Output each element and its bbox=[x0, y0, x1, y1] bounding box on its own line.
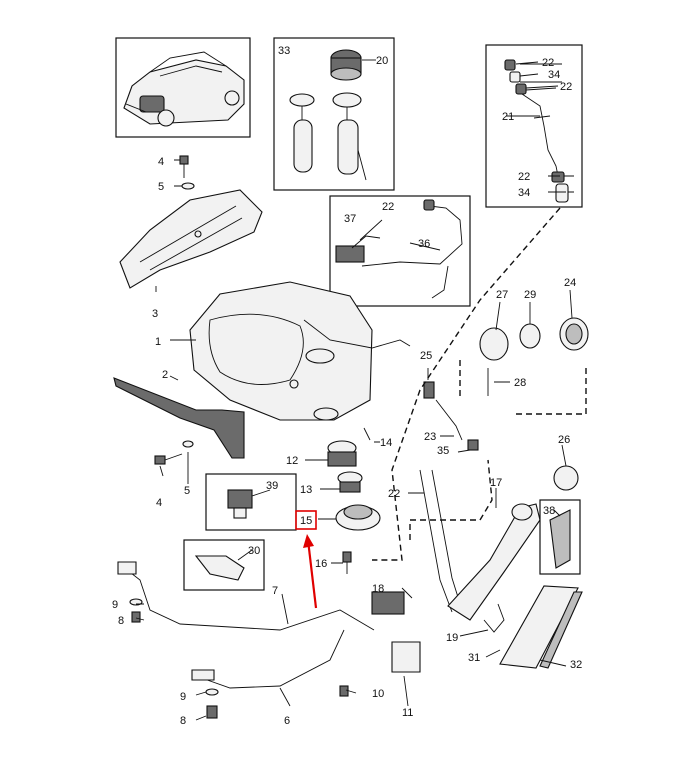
label-26: 26 bbox=[558, 434, 570, 446]
heat-shield bbox=[119, 189, 263, 289]
label-16: 16 bbox=[315, 558, 327, 570]
part-39-inset bbox=[205, 473, 297, 531]
label-30: 30 bbox=[248, 545, 260, 557]
sender-parts bbox=[327, 427, 381, 574]
label-8-bottom: 8 bbox=[180, 715, 186, 727]
leader-lines bbox=[135, 63, 573, 721]
label-19: 19 bbox=[446, 632, 458, 644]
label-24: 24 bbox=[564, 277, 576, 289]
part-30-inset bbox=[183, 539, 265, 591]
label-13: 13 bbox=[300, 484, 312, 496]
label-8-top: 8 bbox=[118, 615, 124, 627]
label-12: 12 bbox=[286, 455, 298, 467]
filler-neck-assembly bbox=[371, 469, 583, 673]
label-11: 11 bbox=[402, 707, 413, 719]
label-22-pipe-top: 22 bbox=[542, 57, 554, 69]
vent-hose-inset bbox=[329, 195, 471, 307]
label-38: 38 bbox=[543, 505, 555, 517]
label-6: 6 bbox=[284, 715, 290, 727]
label-27: 27 bbox=[496, 289, 508, 301]
label-10: 10 bbox=[372, 688, 384, 700]
label-32: 32 bbox=[570, 659, 582, 671]
label-29: 29 bbox=[524, 289, 536, 301]
label-22-hose: 22 bbox=[382, 201, 394, 213]
label-9-top: 9 bbox=[112, 599, 118, 611]
label-22-pipe-second: 22 bbox=[560, 81, 572, 93]
filler-pipe-inset bbox=[485, 44, 583, 208]
label-21: 21 bbox=[502, 111, 514, 123]
part-labels: 4 5 3 1 2 4 5 39 30 33 20 12 13 14 15 16… bbox=[112, 45, 582, 727]
dashed-routes bbox=[372, 207, 587, 561]
label-7: 7 bbox=[272, 585, 278, 597]
label-5-bottom: 5 bbox=[184, 485, 190, 497]
label-5-top: 5 bbox=[158, 181, 164, 193]
label-36: 36 bbox=[418, 238, 430, 250]
label-34-bottom: 34 bbox=[518, 187, 530, 199]
label-9-bottom: 9 bbox=[180, 691, 186, 703]
label-2: 2 bbox=[162, 369, 168, 381]
label-37: 37 bbox=[344, 213, 356, 225]
label-25: 25 bbox=[420, 350, 432, 362]
tank-straps bbox=[117, 561, 375, 719]
label-4-top: 4 bbox=[158, 156, 164, 168]
label-4-bottom: 4 bbox=[156, 497, 162, 509]
bolts-left bbox=[154, 155, 195, 465]
label-39: 39 bbox=[266, 480, 278, 492]
label-35: 35 bbox=[437, 445, 449, 457]
label-18: 18 bbox=[372, 583, 384, 595]
filler-cap-parts bbox=[423, 317, 589, 491]
part-15-highlight bbox=[295, 510, 318, 609]
label-3: 3 bbox=[152, 308, 158, 320]
label-34-top: 34 bbox=[548, 69, 560, 81]
label-15: 15 bbox=[300, 515, 312, 527]
fuel-pump-inset bbox=[273, 37, 395, 191]
label-1: 1 bbox=[155, 336, 161, 348]
label-20: 20 bbox=[376, 55, 388, 67]
label-17: 17 bbox=[490, 477, 502, 489]
label-31: 31 bbox=[468, 652, 480, 664]
label-22-pipe-bottom: 22 bbox=[518, 171, 530, 183]
car-inset bbox=[115, 37, 251, 138]
label-33: 33 bbox=[278, 45, 290, 57]
label-22-middle: 22 bbox=[388, 488, 400, 500]
label-23: 23 bbox=[424, 431, 436, 443]
front-bracket bbox=[113, 377, 245, 459]
fuel-tank bbox=[189, 281, 411, 421]
label-14: 14 bbox=[380, 437, 392, 449]
label-28: 28 bbox=[514, 377, 526, 389]
